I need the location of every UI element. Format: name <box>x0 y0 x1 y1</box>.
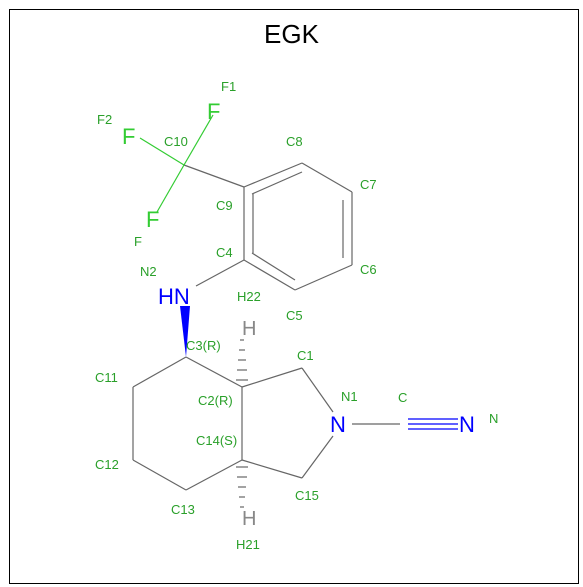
bond-c8-c7 <box>301 162 353 193</box>
bond-c1-n1 <box>301 367 334 413</box>
atom-n2-amine: HN <box>158 284 190 309</box>
atom-n-nitrile: N <box>459 412 475 437</box>
label-c1: C1 <box>297 348 314 363</box>
label-n1: N1 <box>341 389 358 404</box>
label-c3: C3(R) <box>186 338 221 353</box>
bond-c9-c8-inner <box>251 171 303 195</box>
label-c9: C9 <box>216 198 233 213</box>
diagram-title: EGK <box>264 19 319 49</box>
label-f: F <box>134 234 142 249</box>
bond-n1-c15 <box>301 435 334 479</box>
bond-c4-n2 <box>195 259 245 287</box>
label-c15: C15 <box>295 488 319 503</box>
atom-h22: H <box>242 318 256 340</box>
bond-c12-c13 <box>132 459 187 491</box>
label-h22: H22 <box>237 289 261 304</box>
bond-c6-c5 <box>294 264 353 291</box>
bonds <box>132 114 458 508</box>
label-c5: C5 <box>286 308 303 323</box>
bond-c15-c14 <box>241 459 303 479</box>
label-c2: C2(R) <box>198 393 233 408</box>
label-c6: C6 <box>360 262 377 277</box>
bond-c5-c4 <box>243 259 296 291</box>
wedge-n2-c3 <box>180 306 190 357</box>
label-f2: F2 <box>97 112 112 127</box>
bond-c3-c11 <box>132 356 187 388</box>
label-c13: C13 <box>171 502 195 517</box>
hash-c14-h21 <box>236 466 248 508</box>
atom-n1-ring: N <box>330 412 346 437</box>
bond-c9-c8 <box>243 162 303 188</box>
label-c7: C7 <box>360 177 377 192</box>
label-c10: C10 <box>164 134 188 149</box>
label-c14: C14(S) <box>196 433 237 448</box>
hash-c2-h22 <box>236 339 248 381</box>
label-h21: H21 <box>236 537 260 552</box>
label-c8: C8 <box>286 134 303 149</box>
label-f1: F1 <box>221 79 236 94</box>
label-c11: C11 <box>95 370 118 385</box>
bond-c10-f1 <box>183 114 214 166</box>
bond-c2-c1 <box>241 367 303 388</box>
atom-f2: F <box>122 124 135 149</box>
label-n2: N2 <box>140 264 157 279</box>
label-c4: C4 <box>216 245 233 260</box>
label-c12: C12 <box>95 457 119 472</box>
bond-c13-c14 <box>185 459 243 491</box>
atom-f1: F <box>207 99 220 124</box>
bond-c10-f2 <box>139 137 185 166</box>
bond-c4-c5-inner <box>251 252 296 281</box>
label-c: C <box>398 390 407 405</box>
atom-f3: F <box>146 207 159 232</box>
bond-c2-c3 <box>185 356 243 388</box>
bond-c10-f3 <box>156 164 185 213</box>
bond-c9-c10 <box>183 164 245 188</box>
atom-h21: H <box>242 508 256 530</box>
label-n: N <box>489 411 498 426</box>
diagram-frame <box>9 9 579 584</box>
